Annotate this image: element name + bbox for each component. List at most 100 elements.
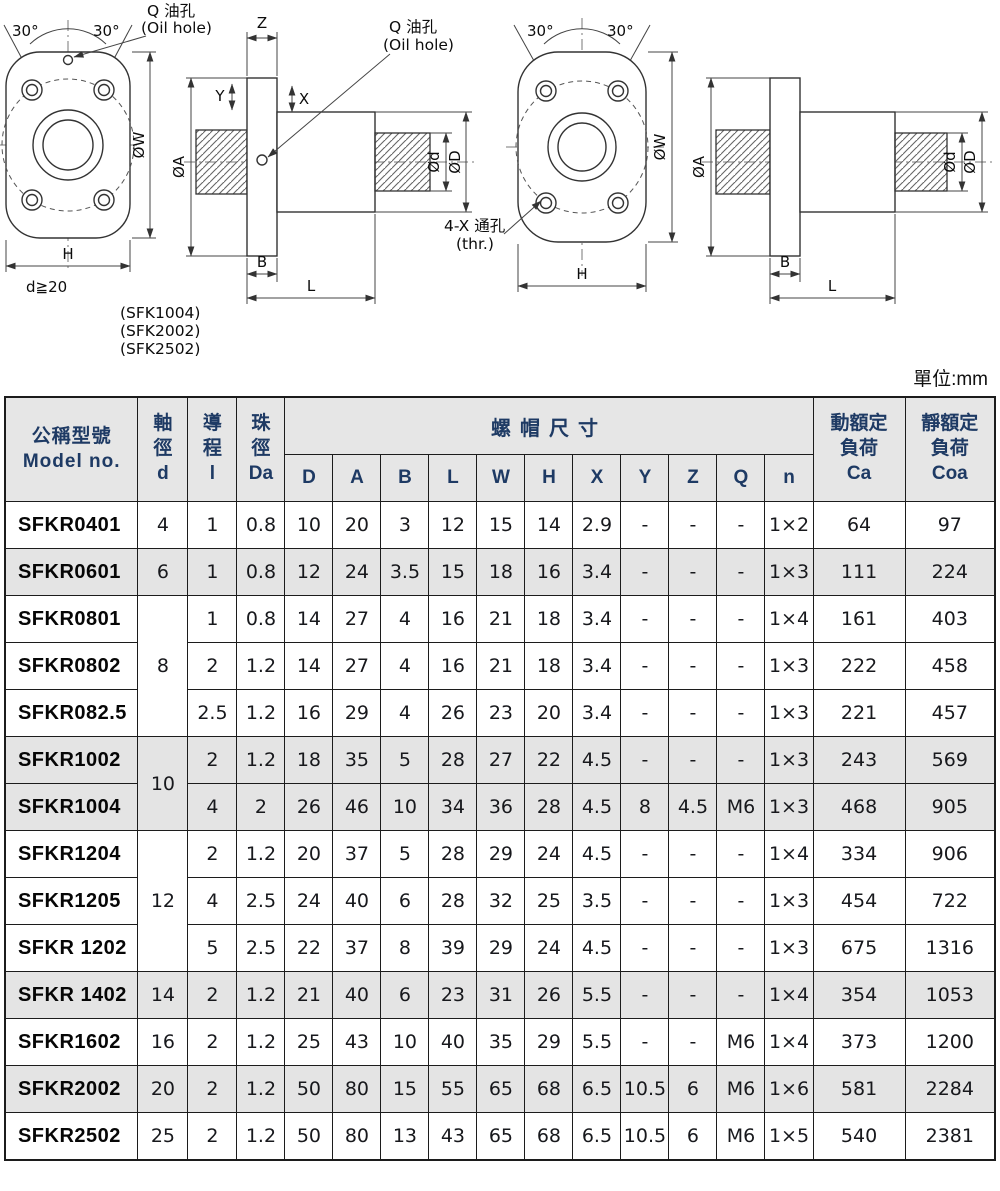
side-view-left: ØA Z Y X B L: [170, 14, 474, 304]
cell-D: 25: [284, 1018, 334, 1066]
cell-X: 4.5: [572, 736, 622, 784]
cell-Z: -: [668, 548, 718, 596]
cell-Q: -: [716, 548, 766, 596]
cell-X: 4.5: [572, 924, 622, 972]
cell-D: 16: [284, 689, 334, 737]
cell-Ca: 468: [812, 783, 906, 831]
cell-lead: 2: [187, 1065, 238, 1113]
oil-hole-callout-left: Q 油孔 (Oil hole): [73, 2, 212, 58]
leader-line: [267, 53, 391, 158]
angle-label-left: 30°: [527, 22, 554, 40]
cell-H: 26: [524, 971, 574, 1019]
oil-hole-callout-right: Q 油孔 (Oil hole): [267, 18, 454, 158]
cell-Q: -: [716, 595, 766, 643]
cell-Q: M6: [716, 1018, 766, 1066]
cell-B: 15: [380, 1065, 430, 1113]
cell-Y: -: [620, 689, 670, 737]
cell-lead: 1: [187, 595, 238, 643]
cell-Ca: 334: [812, 830, 906, 878]
cell-da: 1.2: [236, 689, 286, 737]
cell-n: 1×2: [764, 501, 814, 549]
cell-W: 18: [476, 548, 526, 596]
cell-model: SFKR 1202: [4, 924, 139, 972]
header-line: Da: [248, 462, 274, 484]
catalog-page: 30° 30° ØW H d≧20 Q 油孔 (Oil hole): [0, 2, 997, 1161]
header-dim-B: B: [380, 454, 430, 502]
cell-Ca: 581: [812, 1065, 906, 1113]
header-line: 負荷: [840, 438, 879, 460]
dim-label-l: L: [828, 277, 837, 295]
bolt-circle: [515, 80, 649, 214]
bolt-holes: [21, 79, 115, 211]
through-hole-callout: 4-X 通孔 (thr.): [444, 200, 542, 253]
cell-d: 6: [137, 548, 189, 596]
cell-L: 12: [428, 501, 478, 549]
cell-D: 24: [284, 877, 334, 925]
cell-W: 65: [476, 1112, 526, 1161]
header-dim-W: W: [476, 454, 526, 502]
dim-label-z: Z: [257, 14, 267, 32]
cell-H: 20: [524, 689, 574, 737]
cell-X: 3.4: [572, 689, 622, 737]
cell-lead: 2: [187, 1112, 238, 1161]
nut-body: [799, 111, 896, 213]
cell-Y: -: [620, 642, 670, 690]
cell-Coa: 722: [904, 877, 996, 925]
thru-hole-label-zh: 4-X 通孔: [444, 217, 506, 235]
cell-L: 39: [428, 924, 478, 972]
cell-B: 4: [380, 642, 430, 690]
cell-Ca: 64: [812, 501, 906, 549]
cell-X: 3.4: [572, 595, 622, 643]
cell-model: SFKR1002: [4, 736, 139, 784]
cell-model: SFKR0801: [4, 595, 139, 643]
cell-D: 18: [284, 736, 334, 784]
cell-Y: -: [620, 736, 670, 784]
cell-L: 16: [428, 642, 478, 690]
cell-Z: -: [668, 971, 718, 1019]
header-dim-n: n: [764, 454, 814, 502]
cell-da: 1.2: [236, 642, 286, 690]
oil-hole-label-en: (Oil hole): [383, 36, 454, 54]
cell-D: 14: [284, 595, 334, 643]
cell-da: 1.2: [236, 736, 286, 784]
angle-label-left: 30°: [12, 22, 39, 40]
cell-X: 3.5: [572, 877, 622, 925]
cell-model: SFKR1602: [4, 1018, 139, 1066]
cell-H: 16: [524, 548, 574, 596]
cell-Ca: 354: [812, 971, 906, 1019]
dim-label-h: H: [576, 265, 587, 283]
cell-lead: 4: [187, 877, 238, 925]
cell-Ca: 111: [812, 548, 906, 596]
header-model: 公稱型號 Model no.: [4, 396, 139, 502]
cell-A: 37: [332, 924, 382, 972]
header-shaft-dia: 軸 徑 d: [137, 396, 189, 502]
cell-n: 1×3: [764, 642, 814, 690]
dim-label-od: Ød: [425, 151, 443, 172]
header-model-zh: 公稱型號: [31, 425, 112, 447]
cell-n: 1×5: [764, 1112, 814, 1161]
header-line: 動額定: [830, 413, 888, 435]
cell-Y: 8: [620, 783, 670, 831]
cell-L: 34: [428, 783, 478, 831]
header-lead: 導 程 l: [187, 396, 238, 502]
cell-X: 6.5: [572, 1065, 622, 1113]
cell-model: SFKR0802: [4, 642, 139, 690]
leader-line: [503, 200, 542, 235]
cell-L: 16: [428, 595, 478, 643]
thru-hole-label-en: (thr.): [456, 235, 494, 253]
cell-Ca: 454: [812, 877, 906, 925]
cell-n: 1×3: [764, 548, 814, 596]
cell-X: 3.4: [572, 642, 622, 690]
angle-dimension-arc: [543, 28, 621, 45]
cell-da: 1.2: [236, 1018, 286, 1066]
cell-Y: 10.5: [620, 1065, 670, 1113]
header-dim-Q: Q: [716, 454, 766, 502]
cell-X: 6.5: [572, 1112, 622, 1161]
cell-H: 22: [524, 736, 574, 784]
cell-Z: -: [668, 642, 718, 690]
